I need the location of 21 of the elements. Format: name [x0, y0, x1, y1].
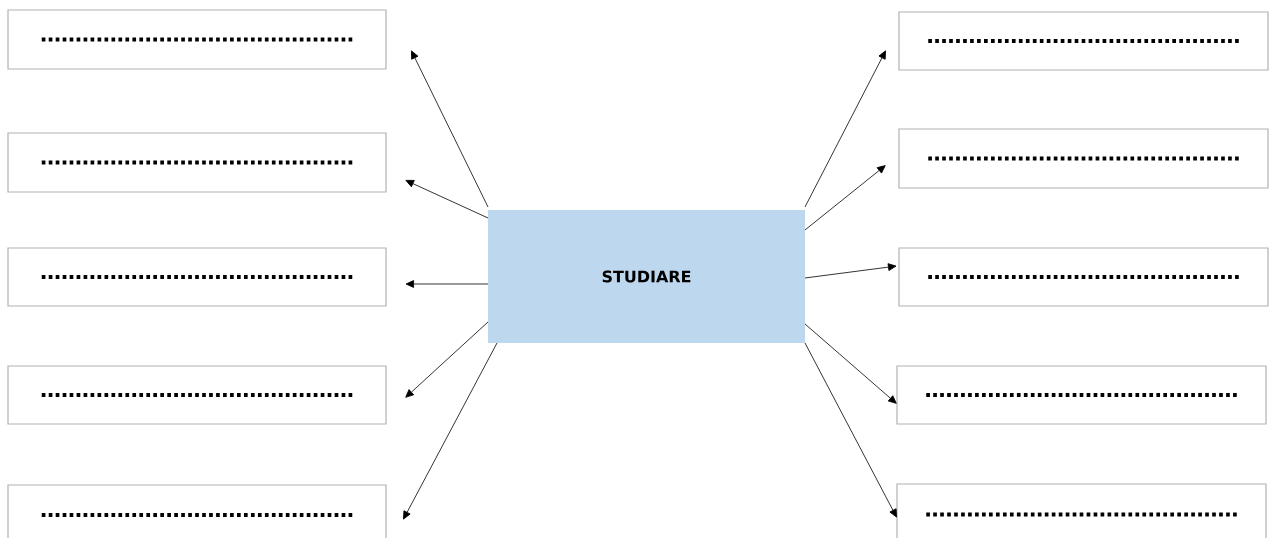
arrow	[804, 342, 897, 518]
answer-box: ………………………………………	[898, 128, 1269, 189]
arrow	[405, 280, 489, 288]
arrow	[804, 323, 897, 404]
answer-box: ………………………………………	[7, 484, 387, 538]
answer-box: ………………………………………	[898, 247, 1269, 307]
answer-box: ………………………………………	[896, 365, 1267, 425]
answer-box: ………………………………………	[7, 247, 387, 307]
answer-box: ………………………………………	[7, 365, 387, 425]
arrow	[405, 180, 489, 219]
concept-box: STUDIARE	[488, 210, 805, 343]
arrow	[411, 50, 489, 208]
arrow	[804, 165, 886, 231]
arrow	[403, 342, 498, 520]
answer-box: ………………………………………	[896, 483, 1267, 538]
arrow	[804, 50, 886, 208]
answer-box: ………………………………………	[7, 9, 387, 70]
arrow	[804, 263, 897, 279]
answer-box: ………………………………………	[898, 11, 1269, 71]
answer-box: ………………………………………	[7, 132, 387, 193]
arrow	[405, 321, 489, 398]
